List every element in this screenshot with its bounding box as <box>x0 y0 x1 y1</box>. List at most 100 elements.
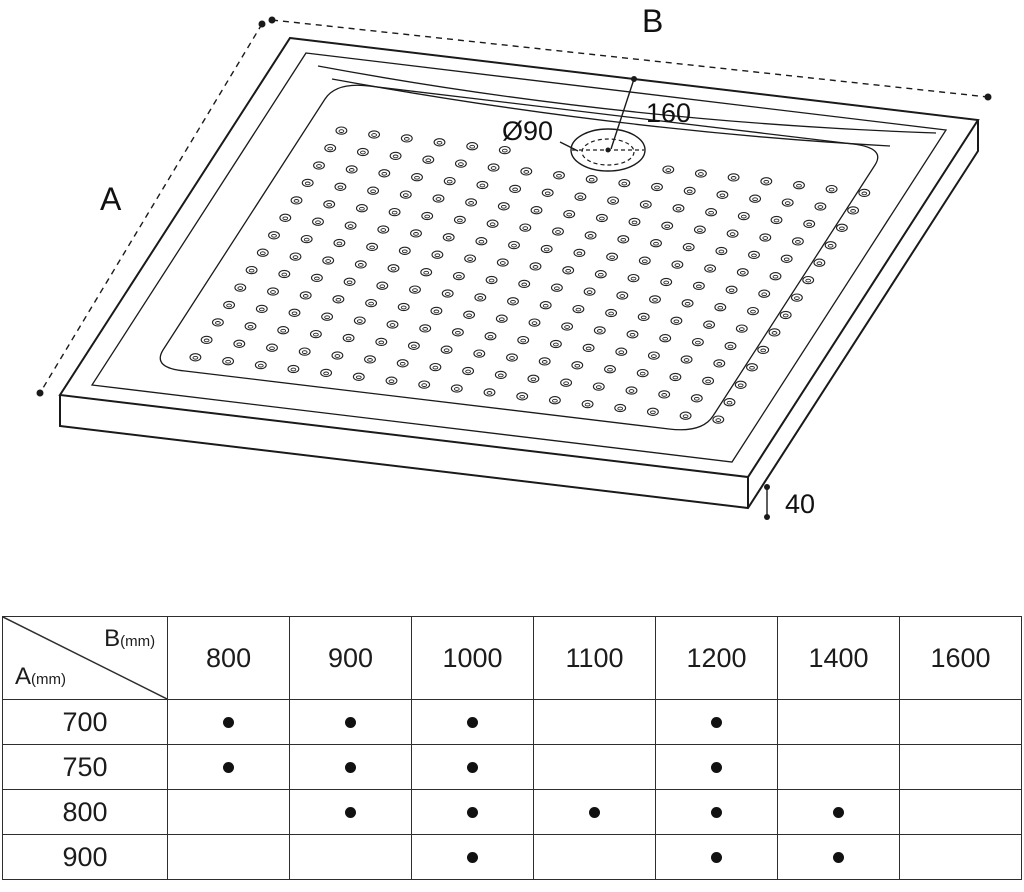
anti-slip-dot <box>244 322 257 331</box>
anti-slip-dot <box>222 357 235 366</box>
anti-slip-dot <box>660 277 673 287</box>
anti-slip-dot <box>704 264 717 273</box>
anti-slip-dot <box>813 258 826 267</box>
anti-slip-dot-inner <box>619 294 626 298</box>
anti-slip-dot-inner <box>425 158 432 163</box>
anti-slip-dot-inner <box>477 296 484 300</box>
size-availability-table: B(mm) A(mm) 800 900 1000 1100 1200 1400 … <box>1 616 1023 880</box>
anti-slip-dot-inner <box>346 280 353 285</box>
anti-slip-dot <box>563 209 576 219</box>
column-header-b: 1400 <box>777 616 900 700</box>
anti-slip-dot <box>585 175 598 184</box>
header-row: B(mm) A(mm) 800 900 1000 1100 1200 1400 … <box>1 616 1023 700</box>
shower-tray-technical-drawing: B A Ø90 160 40 <box>36 3 992 520</box>
column-header-b: 800 <box>167 616 291 700</box>
anti-slip-dot-inner <box>585 346 592 351</box>
anti-slip-dot <box>712 415 725 424</box>
anti-slip-dot-inner <box>469 144 476 149</box>
anti-slip-dot-inner <box>434 253 441 258</box>
availability-cell <box>655 834 778 880</box>
anti-slip-dot-inner <box>693 396 700 401</box>
anti-slip-dot-inner <box>684 301 691 306</box>
drain <box>559 76 646 172</box>
anti-slip-dot-inner <box>629 332 636 337</box>
size-row: 700 <box>1 699 1023 745</box>
anti-slip-dot <box>312 217 324 226</box>
anti-slip-dot <box>289 252 302 261</box>
anti-slip-dot <box>649 295 661 304</box>
anti-slip-dot-inner <box>479 183 486 188</box>
anti-slip-dot-inner <box>522 226 529 230</box>
anti-slip-dot-inner <box>347 224 354 228</box>
anti-slip-dot-inner <box>738 327 745 331</box>
anti-slip-dot-inner <box>695 340 701 345</box>
anti-slip-dot <box>584 231 597 240</box>
anti-slip-dot-inner <box>728 288 735 293</box>
column-header-b: 1600 <box>898 616 1023 700</box>
anti-slip-dot-inner <box>368 301 374 306</box>
anti-slip-dot <box>735 324 748 333</box>
anti-slip-dot <box>691 337 704 347</box>
anti-slip-dot <box>378 169 391 178</box>
availability-dot <box>467 806 479 818</box>
anti-slip-dot-inner <box>523 170 530 174</box>
anti-slip-dot-inner <box>607 367 613 372</box>
anti-slip-dot-inner <box>381 171 388 176</box>
anti-slip-dot <box>399 190 412 199</box>
anti-slip-dot-pattern <box>189 126 871 424</box>
anti-slip-dot <box>802 275 815 285</box>
anti-slip-dot-inner <box>304 181 311 186</box>
anti-slip-dot <box>410 229 422 238</box>
anti-slip-dot-inner <box>389 323 396 327</box>
anti-slip-dot-inner <box>314 276 320 281</box>
anti-slip-dot-inner <box>291 311 298 316</box>
anti-slip-dot-inner <box>574 363 581 368</box>
anti-slip-dot <box>548 396 561 405</box>
anti-slip-dot-inner <box>466 313 472 318</box>
anti-slip-dot <box>824 241 837 250</box>
size-row: 800 <box>1 789 1023 835</box>
availability-cell <box>533 699 657 745</box>
anti-slip-dot-inner <box>782 313 789 318</box>
availability-cell <box>411 789 535 835</box>
anti-slip-dot-inner <box>543 247 550 252</box>
anti-slip-dot-inner <box>412 288 418 292</box>
anti-slip-dot-inner <box>345 336 352 341</box>
anti-slip-dot-inner <box>620 237 627 242</box>
availability-cell <box>777 789 900 835</box>
anti-slip-dot <box>690 394 703 403</box>
availability-cell <box>411 699 535 745</box>
anti-slip-dot <box>256 248 269 257</box>
anti-slip-dot <box>453 215 466 225</box>
row-header-a: 900 <box>1 834 169 880</box>
anti-slip-dot-inner <box>796 183 802 188</box>
anti-slip-dot-inner <box>752 197 758 202</box>
anti-slip-dot <box>385 376 398 385</box>
anti-slip-dot <box>593 326 606 335</box>
anti-slip-dot-inner <box>478 239 485 244</box>
dim-label-b: B <box>642 3 663 39</box>
dimension-height <box>764 484 770 520</box>
anti-slip-dot <box>702 376 715 386</box>
anti-slip-dot <box>377 225 390 234</box>
anti-slip-dot <box>323 200 336 209</box>
availability-dot <box>467 761 479 773</box>
anti-slip-dot <box>200 335 213 345</box>
availability-dot <box>223 716 235 728</box>
anti-slip-dot-inner <box>499 261 506 265</box>
availability-cell <box>655 789 778 835</box>
anti-slip-dot-inner <box>827 243 834 248</box>
anti-slip-dot <box>650 239 662 248</box>
anti-slip-dot <box>527 374 540 383</box>
anti-slip-dot-inner <box>476 352 483 356</box>
anti-slip-dot <box>769 272 782 281</box>
anti-slip-dot <box>724 341 737 351</box>
availability-dot <box>589 806 601 818</box>
anti-slip-dot-inner <box>575 307 582 312</box>
anti-slip-dot <box>432 194 445 203</box>
anti-slip-dot <box>703 320 716 329</box>
anti-slip-dot-inner <box>673 319 680 324</box>
anti-slip-dot-inner <box>697 228 703 233</box>
anti-slip-dot-inner <box>682 414 689 419</box>
anti-slip-dot <box>538 357 551 366</box>
